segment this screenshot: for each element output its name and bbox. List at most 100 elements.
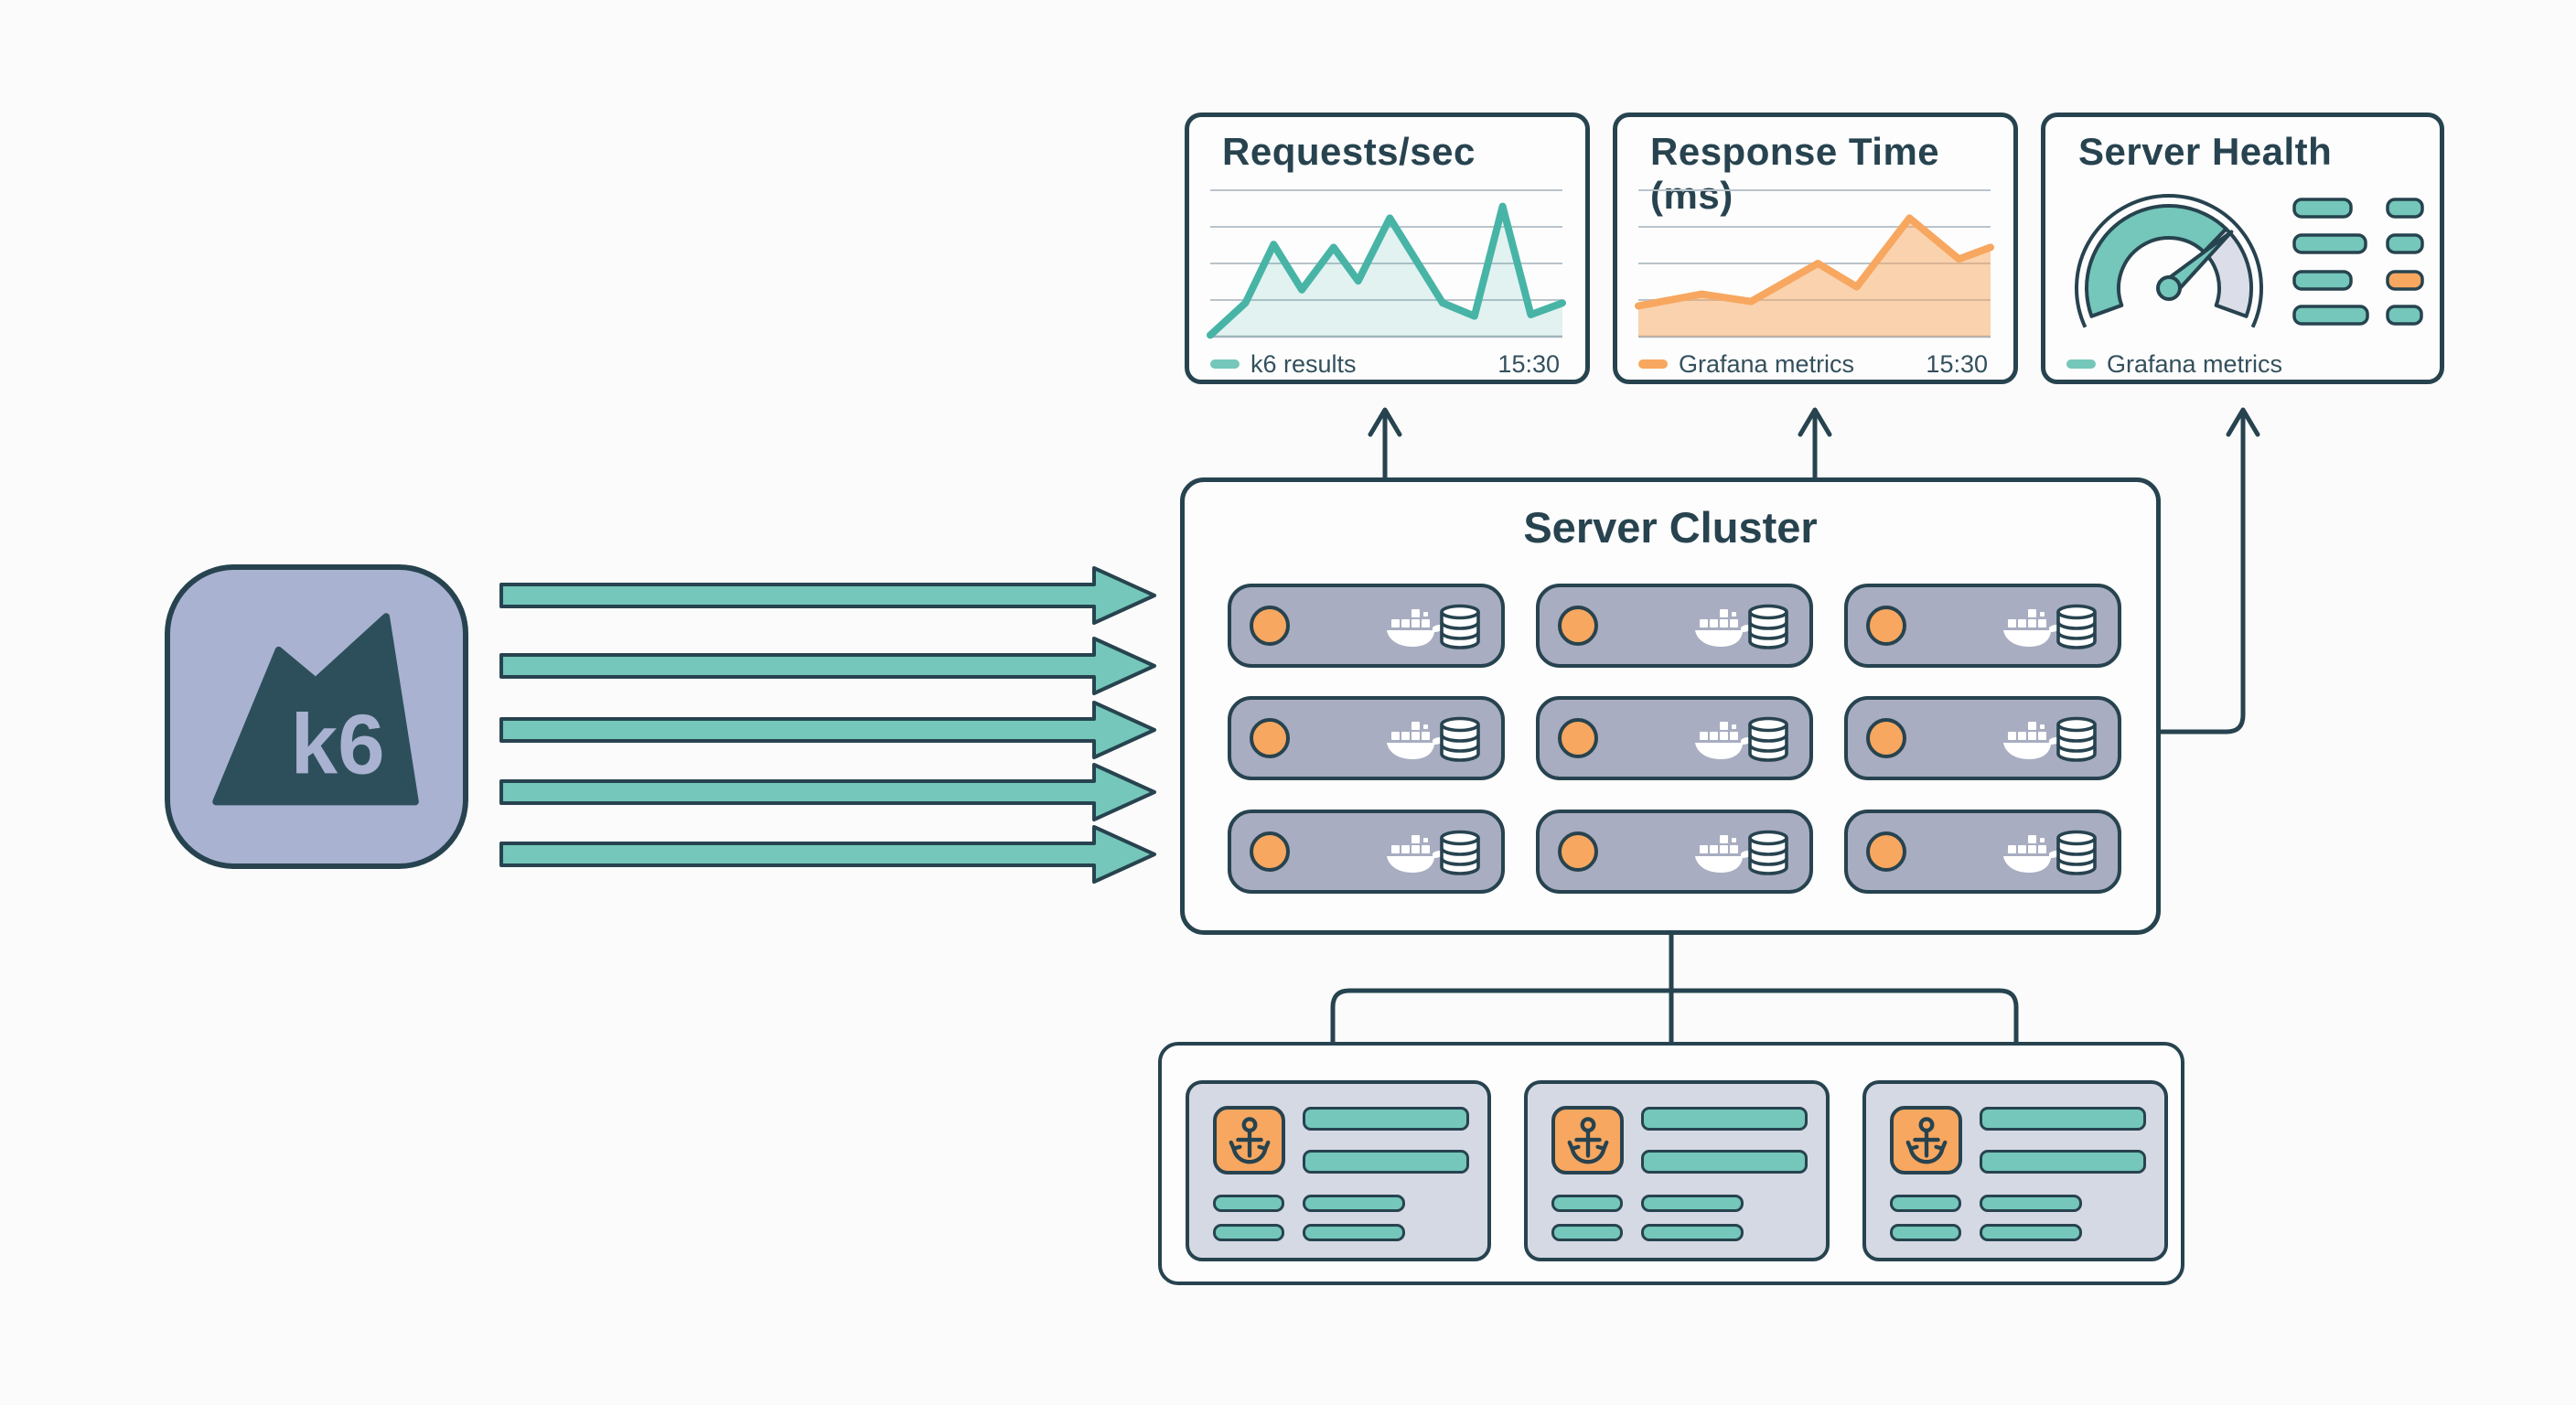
status-bar [2292,305,2369,326]
database-icon [1748,830,1788,875]
response-area-chart [1635,189,1994,338]
container-card [1862,1080,2168,1261]
anchor-tile [1890,1106,1962,1174]
legend-label: Grafana metrics [1679,349,1855,378]
anchor-icon [1905,1117,1948,1164]
legend-row: Grafana metrics [2066,346,2414,382]
status-bar [2386,233,2424,254]
load-arrow-right [499,566,1156,625]
info-bar-small [1551,1195,1623,1212]
panel-requests-per-sec: Requests/sec k6 results 15:30 [1185,113,1590,384]
deploy-connector-bracket [1330,988,2019,1045]
load-arrow-right [499,637,1156,695]
legend-label: k6 results [1250,349,1357,378]
database-icon [1440,604,1480,649]
container-card [1524,1080,1830,1261]
status-circle-icon [1558,606,1598,646]
status-bar [2386,198,2424,219]
database-icon [1748,716,1788,762]
info-bar [1303,1150,1469,1174]
server-node [1844,584,2121,668]
docker-whale-icon [1695,609,1754,647]
docker-whale-icon [1695,722,1754,759]
legend-swatch-teal [1210,359,1240,369]
metrics-arrowhead-up [1368,407,1402,437]
legend-swatch-teal [2066,359,2096,369]
panel-server-health: Server Health Grafana metrics [2041,113,2444,384]
gauge-value-arc [2085,204,2228,318]
anchor-tile [1213,1106,1285,1174]
status-circle-icon [1866,831,1906,872]
k6-logo-badge: k6 [165,564,468,869]
timestamp: 15:30 [1926,349,1988,378]
server-node [1228,810,1505,894]
database-icon [2056,716,2097,762]
docker-whale-icon [1387,722,1445,759]
load-arrow-right [499,825,1156,884]
info-bar-small [1551,1224,1623,1241]
gauge-pivot [2156,275,2182,301]
server-node [1844,696,2121,780]
container-deployment-box [1158,1042,2184,1285]
docker-whale-icon [1695,835,1754,873]
info-bar-small [1303,1195,1405,1212]
docker-whale-icon [2003,609,2062,647]
docker-whale-icon [2003,835,2062,873]
info-bar-small [1980,1224,2082,1241]
server-node [1536,584,1813,668]
status-circle-icon [1558,718,1598,758]
info-bar-small [1890,1195,1961,1212]
docker-whale-icon [1387,835,1445,873]
anchor-icon [1229,1117,1271,1164]
database-icon [1748,604,1788,649]
load-arrow-right [499,701,1156,759]
info-bar-small [1213,1224,1284,1241]
status-bar [2292,270,2353,291]
anchor-icon [1567,1117,1609,1164]
info-bar [1980,1107,2146,1131]
database-icon [2056,830,2097,875]
gauge-outer-ring [2075,194,2263,328]
legend-label: Grafana metrics [2107,349,2283,378]
gauge-track-arc [2202,227,2253,318]
container-card [1186,1080,1491,1261]
database-icon [1440,716,1480,762]
panel-title: Requests/sec [1222,130,1476,173]
status-circle-icon [1558,831,1598,872]
info-bar [1980,1150,2146,1174]
info-bar-small [1641,1195,1744,1212]
k6-mountain-icon: k6 [212,613,419,806]
panel-title: Response Time (ms) [1650,130,1940,217]
info-bar-small [1303,1224,1405,1241]
metrics-elbow-line [2158,411,2246,735]
legend-row: k6 results 15:30 [1210,346,1560,382]
status-bar [2386,305,2423,326]
server-node [1536,810,1813,894]
server-cluster-box: Server Cluster [1180,477,2161,935]
server-node [1228,584,1505,668]
info-bar [1641,1150,1808,1174]
status-bar [2386,270,2424,291]
server-node [1536,696,1813,780]
info-bar-small [1213,1195,1284,1212]
requests-line-chart [1207,189,1566,339]
status-circle-icon [1866,718,1906,758]
info-bar [1641,1107,1808,1131]
info-bar [1303,1107,1469,1131]
panel-response-time: Response Time (ms) Grafana metrics 15:30 [1613,113,2018,384]
legend-row: Grafana metrics 15:30 [1638,346,1988,382]
panel-title: Server Health [2078,130,2333,173]
k6-label: k6 [291,697,385,792]
legend-swatch-orange [1638,359,1668,369]
status-circle-icon [1250,606,1290,646]
metrics-arrowhead-up [2226,407,2260,437]
anchor-tile [1551,1106,1624,1174]
server-node [1844,810,2121,894]
info-bar-small [1980,1195,2082,1212]
server-node [1228,696,1505,780]
metrics-arrowhead-up [1798,407,1832,437]
load-arrow-right [499,763,1156,821]
timestamp: 15:30 [1497,349,1560,378]
